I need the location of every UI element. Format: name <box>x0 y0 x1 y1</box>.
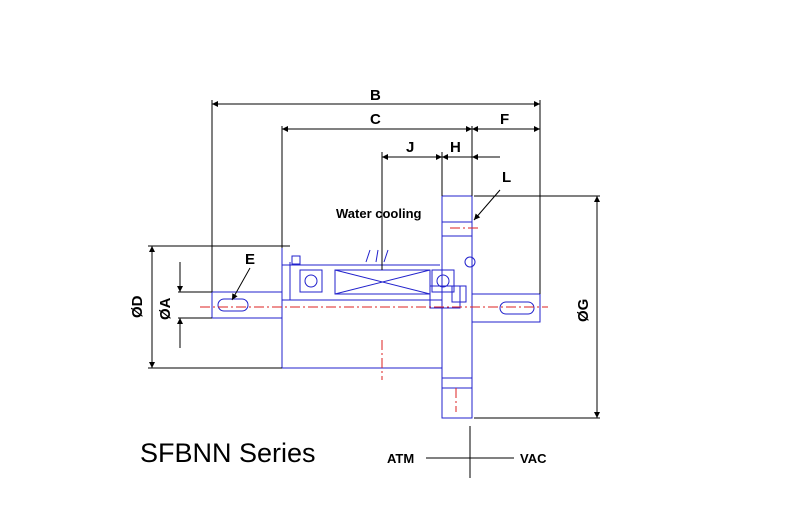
dim-label-b: B <box>370 87 381 104</box>
water-cooling-label: Water cooling <box>336 206 422 221</box>
cooling-port <box>365 249 389 263</box>
right-keyway <box>499 301 535 315</box>
dim-label-g: ØG <box>575 299 592 322</box>
dim-label-e: E <box>245 251 255 268</box>
vac-label: VAC <box>520 451 547 466</box>
left-shaft <box>211 291 283 319</box>
dimension-lines <box>148 100 600 419</box>
dim-label-d: ØD <box>129 295 146 318</box>
centerlines <box>200 227 548 412</box>
left-keyway <box>217 298 249 312</box>
right-shaft <box>471 293 541 323</box>
series-title: SFBNN Series <box>140 438 316 468</box>
atm-label: ATM <box>387 451 414 466</box>
dim-label-h: H <box>450 139 461 156</box>
dim-label-f: F <box>500 111 509 128</box>
left-bearing <box>299 269 323 293</box>
dim-label-j: J <box>406 139 414 156</box>
housing-body <box>281 299 443 369</box>
right-bearing <box>431 269 455 293</box>
dim-label-l: L <box>502 169 511 186</box>
dim-label-a: ØA <box>157 297 174 320</box>
dim-label-c: C <box>370 111 381 128</box>
